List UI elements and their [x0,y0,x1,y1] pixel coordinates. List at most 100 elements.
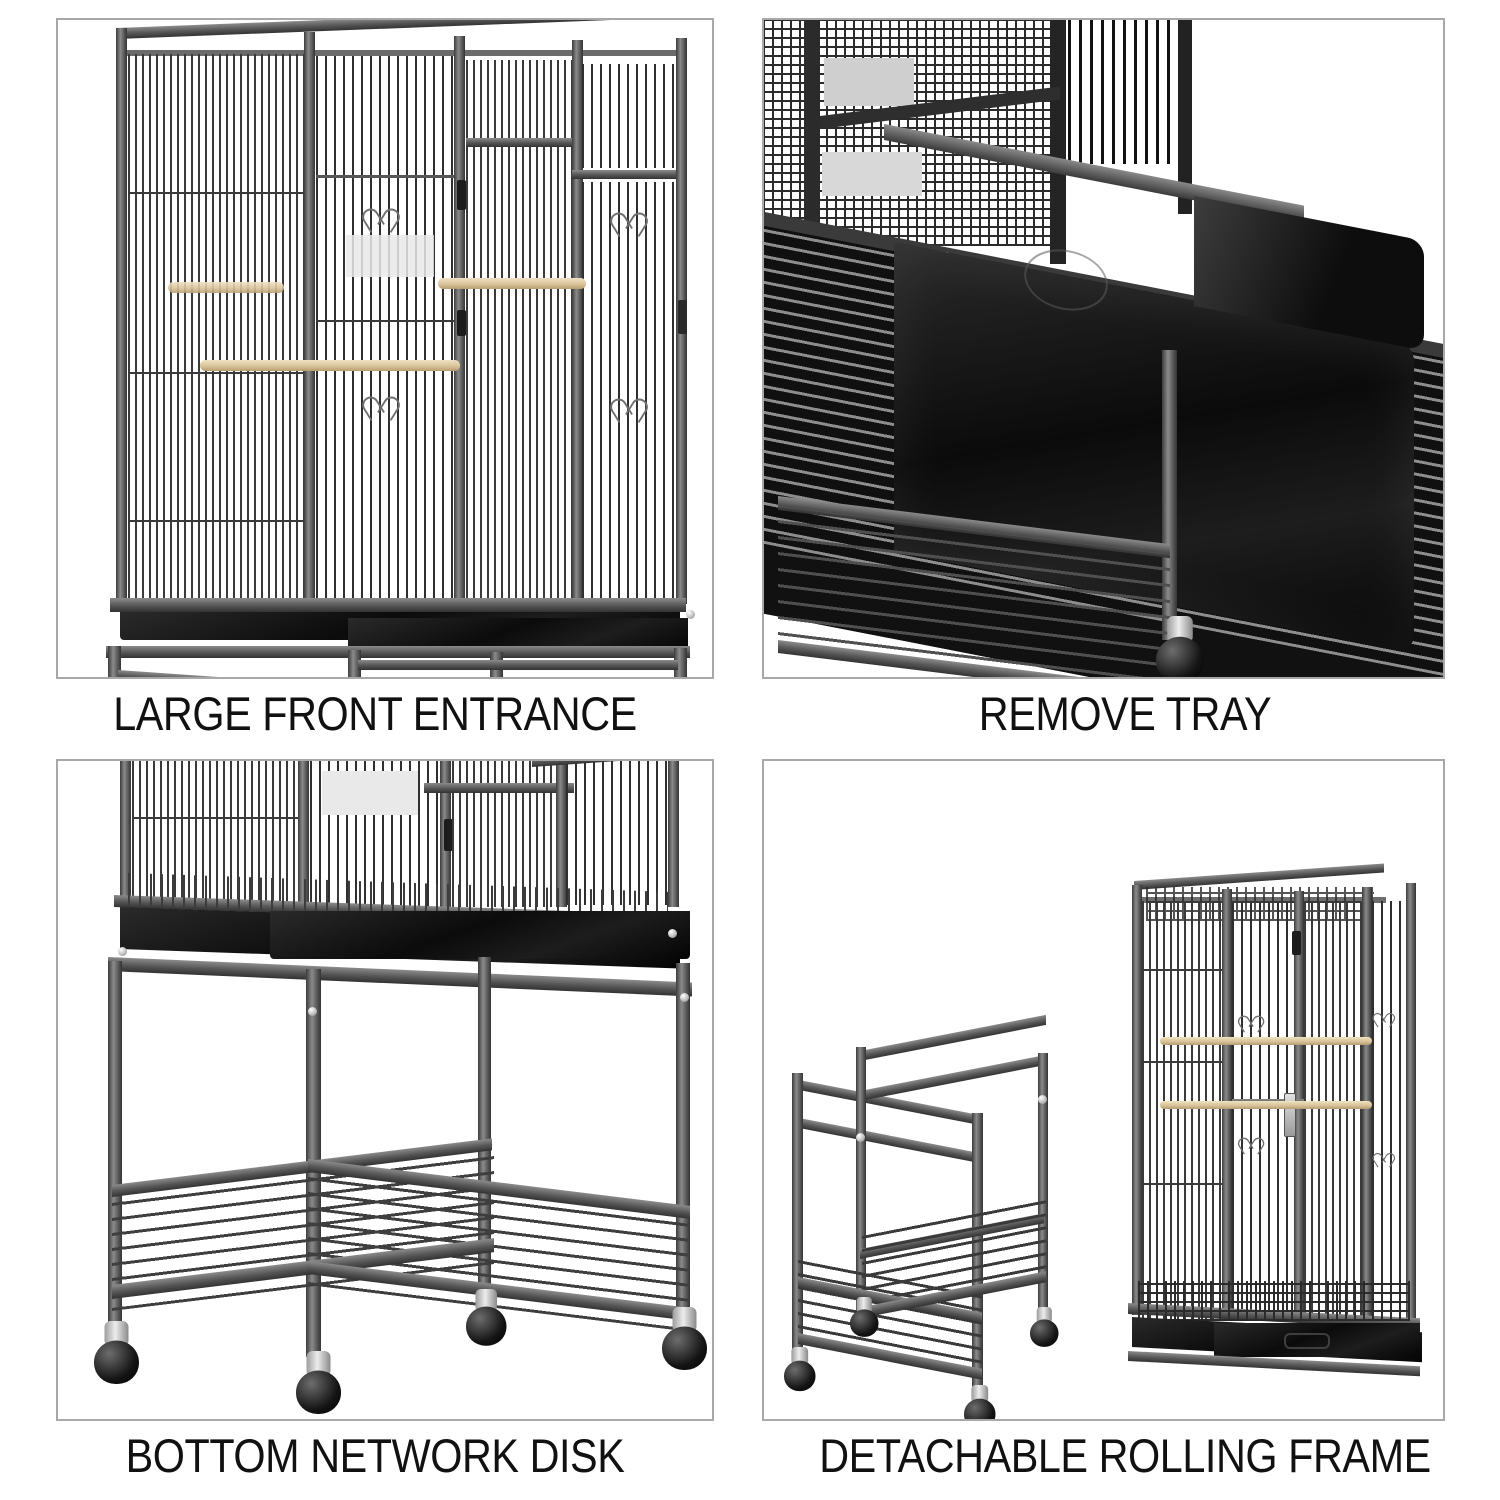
cage-left-bars [128,54,304,599]
cage-crossbar [1142,969,1222,971]
side-door-lock-icon [678,300,687,334]
stand-front-rail-2 [794,1117,980,1164]
door-latch-icon [1292,931,1301,955]
cage-side-bars [1372,901,1408,1319]
cage-crossbar [1142,1183,1222,1185]
cage-left-crossbar-3 [128,520,304,522]
cage-base-rail [110,598,686,612]
panel-remove-tray [762,18,1445,679]
cage-side-door-rail [424,783,574,793]
assembly-bolt-icon [668,929,677,938]
wooden-perch [200,360,460,371]
caster-stem [856,1297,872,1314]
caster-stem [971,1385,989,1403]
heart-hook-icon [616,206,642,230]
cage-right-inner-bars [1304,901,1362,1321]
cage-right-shelf-rail [466,138,578,147]
caster-wheel[interactable] [784,1347,816,1392]
slide-out-tray-front[interactable] [1214,1323,1420,1357]
feature-cell-bottom-network-disk: BOTTOM NETWORK DISK [0,750,750,1500]
stand-leg [108,646,121,677]
panel-large-front-entrance [56,18,714,679]
heart-hook-icon [1376,1009,1392,1023]
panel-detachable-rolling-frame [762,759,1445,1421]
heart-hook-icon [1242,1011,1260,1028]
heart-hook-icon [368,202,394,226]
caster-tire [1030,1319,1059,1347]
cage-right-inner-bars [466,60,572,600]
cage-divider-post [298,761,309,909]
cage-left-crossbar-1 [128,192,304,194]
heart-hook-icon [1242,1133,1260,1150]
feature-cell-remove-tray: REMOVE TRAY [750,0,1500,750]
stand-leg [856,1047,866,1315]
slide-out-tray-front[interactable] [270,911,690,959]
cage-side-door-post [572,40,583,606]
wooden-perch [1160,1101,1372,1109]
wooden-perch [1160,1037,1372,1045]
stand-back-top-rail [860,1014,1046,1061]
caster-tire [466,1306,507,1346]
caster-tire [964,1398,996,1419]
door-latch-icon [457,180,466,210]
cage-front-view-illustration [58,20,712,677]
cage-front-door-top-rail [316,175,454,178]
cage-post [804,20,820,254]
caster-wheel[interactable] [1030,1307,1059,1347]
cage-crossbar [132,817,298,819]
assembly-bolt-icon [118,947,127,956]
cage-side-post [556,761,567,907]
caster-stem [791,1347,809,1365]
caster-wheel[interactable] [1156,616,1204,677]
cage-top-rail [116,20,676,40]
cage-front-door-mid-rail [316,320,454,322]
caster-stem [1036,1307,1052,1324]
cage-corner-post [1178,20,1192,214]
stand-top-rail [106,646,690,658]
feature-cell-large-front-entrance: LARGE FRONT ENTRANCE [0,0,750,750]
caster-tire [850,1309,879,1337]
wooden-perch [438,278,586,289]
stand-leg [792,1073,803,1363]
caster-stem [475,1289,498,1312]
heart-hook-icon [616,392,642,416]
cage-backplate [822,152,922,196]
caster-wheel[interactable] [466,1289,507,1346]
assembly-bolt-icon [1038,1095,1047,1104]
cage-front-door-bars [316,56,454,601]
panel-bottom-network-disk [56,759,714,1421]
caption-large-front-entrance: LARGE FRONT ENTRANCE [113,687,637,740]
stand-cross-rail [118,670,354,677]
heart-hook-icon [368,390,394,414]
caster-wheel[interactable] [662,1307,707,1370]
caption-remove-tray: REMOVE TRAY [978,687,1272,740]
caster-wheel[interactable] [94,1321,139,1384]
tray-removal-illustration [764,20,1443,677]
caption-bottom-network-disk: BOTTOM NETWORK DISK [125,1429,625,1482]
caster-tire [1156,636,1204,677]
detached-frame-illustration [764,761,1443,1419]
cage-left-bars [1142,901,1222,1321]
stand-cross-rail [358,660,678,670]
caster-wheel[interactable] [296,1351,341,1414]
heart-hook-icon [1376,1149,1392,1163]
cage-post [1050,20,1066,264]
caster-tire [784,1360,816,1392]
cage-crossbar [1142,1061,1222,1063]
cage-side-door-bars [582,182,678,600]
cage-top-inner-rail [116,50,676,56]
stand-leg [348,650,361,677]
caption-detachable-rolling-frame: DETACHABLE ROLLING FRAME [819,1429,1431,1482]
assembly-bolt-icon [308,1007,317,1016]
wooden-perch [168,282,284,293]
assembly-bolt-icon [856,1133,865,1142]
stand-back-rail-2 [860,1054,1046,1101]
caster-wheel[interactable] [964,1385,996,1419]
cage-left-post [120,761,131,905]
assembly-bolt-icon [686,610,695,619]
tray-handle-icon[interactable] [1284,1333,1330,1349]
door-lock-icon[interactable] [1284,1093,1296,1137]
caster-wheel[interactable] [850,1297,879,1337]
cage-left-crossbar-2 [128,372,304,374]
